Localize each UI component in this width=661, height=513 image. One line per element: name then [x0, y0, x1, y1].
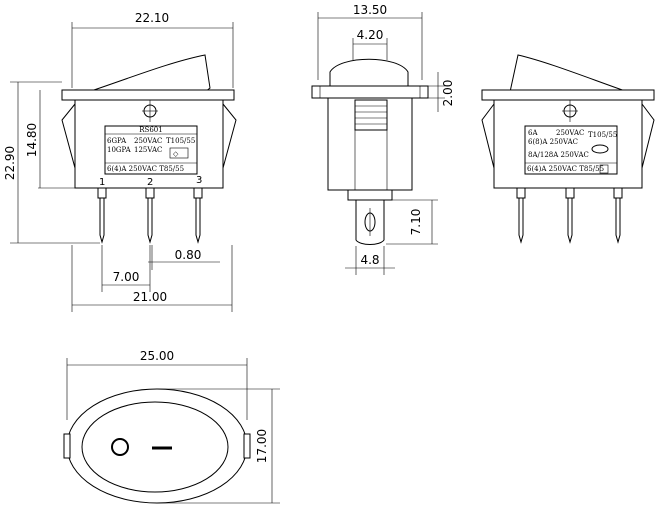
right-ce-mark	[599, 164, 609, 174]
side-label-row1-voltage: 250VAC	[134, 137, 162, 145]
dim-side-width: 22.10	[135, 11, 169, 25]
side-label-row1-rating: 6GPA	[107, 137, 127, 145]
side-rocker	[87, 54, 211, 93]
side-pin-2	[145, 187, 155, 199]
side-label-row1-temp: T105/55	[166, 137, 195, 145]
side-cert-glyph: ◇	[173, 150, 179, 158]
dim-front-width: 13.50	[353, 3, 387, 17]
dim-pin-span: 21.00	[133, 290, 167, 304]
side-clip-left	[61, 103, 76, 169]
dim-front-pin-length: 7.10	[409, 209, 423, 236]
right-label-plate	[524, 125, 618, 175]
front-flange	[311, 85, 429, 99]
right-label-row1-voltage: 250VAC	[556, 129, 584, 137]
right-pin-1	[516, 187, 526, 199]
side-clip-right	[222, 103, 237, 169]
front-grip	[354, 99, 388, 131]
dim-pin-spacing: 7.00	[113, 270, 140, 284]
front-base	[347, 190, 393, 201]
right-flange	[481, 89, 655, 101]
side-pin-label-2: 2	[147, 177, 153, 188]
side-pin-3	[193, 187, 203, 199]
side-flange	[61, 89, 235, 101]
side-view-right: 6A 250VAC T105/55 6(8)A 250VAC 8A/128A 2…	[481, 54, 655, 244]
right-pins	[516, 187, 623, 244]
dim-top-height: 17.00	[255, 429, 269, 463]
dim-front-rocker-width: 4.20	[357, 28, 384, 42]
right-label-row3: 8A/128A 250VAC	[528, 151, 589, 159]
dim-front-flange: 2.00	[441, 80, 455, 107]
right-label-row2: 6(8)A 250VAC	[528, 138, 578, 146]
top-clip-left	[63, 433, 71, 459]
side-label-row3: 6(4)A 250VAC T85/55	[107, 165, 184, 173]
side-cert-mark	[169, 147, 189, 159]
dim-side-height-body: 14.80	[25, 123, 39, 157]
right-label-row1-temp: T105/55	[588, 131, 617, 139]
side-label-row2-rating: 10GPA	[107, 146, 132, 154]
dim-pin-thickness: 0.80	[175, 248, 202, 262]
front-body	[327, 97, 413, 191]
off-symbol-icon	[111, 438, 129, 456]
right-clip-right	[641, 103, 655, 169]
side-view: RS601 6GPA 250VAC T105/55 10GPA 125VAC 6…	[3, 11, 237, 312]
right-clip-left	[481, 103, 495, 169]
top-view: 25.00 17.00	[63, 349, 280, 504]
side-pins: 1 2 3	[97, 175, 203, 244]
right-cert-mark	[591, 144, 609, 154]
dim-side-height-total: 22.90	[3, 146, 17, 180]
front-view: 13.50 4.20 2.00 7.10 4.8	[311, 3, 455, 275]
side-label-row2-voltage: 125VAC	[134, 146, 162, 154]
right-pin-3	[613, 187, 623, 199]
right-label-row4: 6(4)A 250VAC T85/55	[527, 165, 604, 173]
right-label-row1-rating: 6A	[528, 129, 538, 137]
side-pin-label-3: 3	[196, 175, 202, 186]
right-rocker	[509, 54, 629, 93]
top-clip-right	[243, 433, 251, 459]
side-label-model: RS601	[139, 126, 162, 134]
right-pin-2	[565, 187, 575, 199]
side-pin-label-1: 1	[99, 177, 105, 188]
dim-top-width: 25.00	[140, 349, 174, 363]
side-pin-1	[97, 187, 107, 199]
front-rocker	[329, 58, 409, 87]
dim-front-pin-width: 4.8	[360, 253, 379, 267]
